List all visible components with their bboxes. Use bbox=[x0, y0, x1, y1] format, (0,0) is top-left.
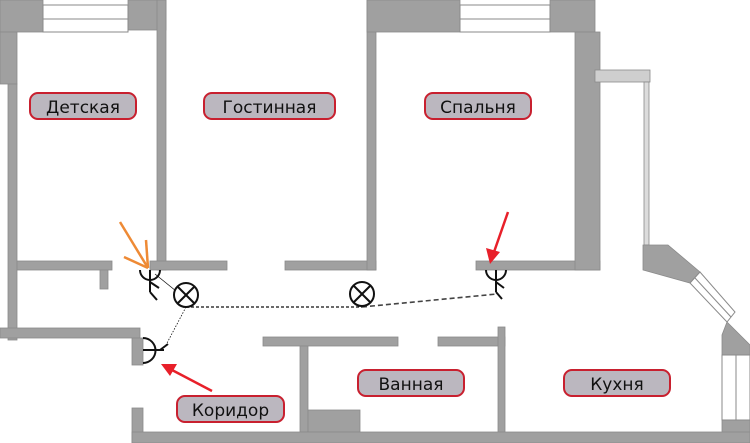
wire-dotted bbox=[165, 306, 187, 346]
switch-icon bbox=[485, 269, 507, 300]
wiring bbox=[154, 273, 498, 346]
room-label-koridor: Коридор bbox=[176, 395, 285, 423]
room-label-spalnya: Спальня bbox=[424, 92, 532, 120]
room-label-kukhnya: Кухня bbox=[563, 369, 671, 397]
wire-dashed bbox=[361, 293, 498, 308]
room-label-detskaya: Детская bbox=[29, 92, 137, 120]
lamp-icon bbox=[349, 281, 375, 307]
arrow-red-icon bbox=[486, 211, 510, 264]
switch-icon bbox=[142, 337, 169, 364]
arrow-orange-icon bbox=[118, 221, 150, 270]
arrow-red-icon bbox=[161, 364, 213, 393]
windows bbox=[42, 4, 750, 421]
room-label-gostinnaya: Гостинная bbox=[203, 92, 336, 120]
lamp-icon bbox=[173, 282, 199, 308]
room-label-vannaya: Ванная bbox=[357, 369, 465, 397]
switch-icon bbox=[139, 269, 161, 301]
